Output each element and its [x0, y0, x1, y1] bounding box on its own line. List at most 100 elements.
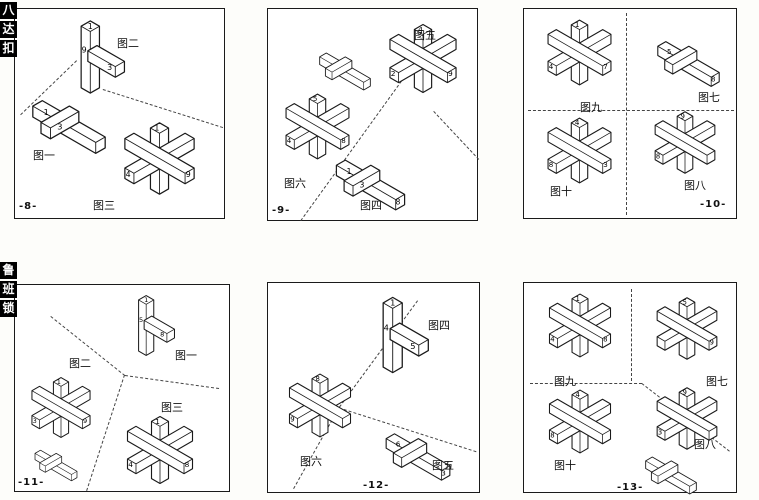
- divider-dashed-line: [124, 375, 220, 390]
- burr-puzzle-drawing: 1 4 8: [534, 287, 626, 364]
- page-number: -11-: [18, 477, 45, 488]
- piece-number: 6: [396, 440, 401, 449]
- piece-number: 3: [603, 160, 608, 169]
- piece-number: 1: [57, 378, 61, 386]
- burr-puzzle-drawing: 1 4 7: [532, 13, 627, 92]
- burr-shape: [81, 21, 124, 93]
- series-label-lubansuo: 鲁 班 锁: [0, 262, 17, 317]
- piece-number: 4: [549, 62, 554, 71]
- piece-number: 8: [160, 330, 164, 338]
- label-char: 八: [0, 2, 17, 19]
- burr-puzzle-drawing: 4 8: [534, 383, 626, 460]
- burr-shape: [548, 118, 611, 183]
- burr-shape: [320, 53, 371, 90]
- piece-number: 7: [603, 62, 608, 71]
- piece-number: 3: [107, 63, 112, 72]
- piece-number: 8: [656, 152, 660, 160]
- figure-caption: 图二: [117, 37, 139, 50]
- burr-puzzle-drawing: 1 4 8: [111, 409, 209, 491]
- figure-caption: 图十: [554, 459, 576, 472]
- burr-puzzle-drawing: 9 8: [640, 105, 730, 180]
- burr-puzzle-drawing: 9 3: [642, 381, 732, 456]
- piece-number: 1: [88, 22, 93, 31]
- burr-shape: [549, 294, 610, 357]
- burr-shape: [646, 457, 697, 494]
- piece-number: 1: [347, 167, 352, 176]
- burr-puzzle-drawing: 5 8: [646, 37, 731, 91]
- burr-shape: [32, 378, 90, 438]
- piece-number: 9: [448, 69, 453, 78]
- page-number: -12-: [363, 480, 390, 491]
- burr-shape: [549, 390, 610, 453]
- figure-caption: 图一: [175, 349, 197, 362]
- burr-shape: [289, 374, 350, 437]
- piece-number: 1: [576, 295, 580, 303]
- piece-number: 4: [126, 170, 131, 179]
- burr-shape: [286, 94, 349, 159]
- burr-shape: [383, 297, 428, 372]
- burr-puzzle-drawing: 4 2 9: [373, 17, 473, 100]
- piece-number: 1: [44, 107, 49, 117]
- label-char: 鲁: [0, 262, 17, 279]
- burr-shape: [125, 123, 194, 194]
- burr-puzzle-drawing: [636, 453, 706, 498]
- piece-number: 1: [155, 417, 160, 426]
- figure-caption: 图三: [161, 401, 183, 414]
- piece-number: 3: [441, 468, 446, 477]
- figure-caption: 图十: [550, 185, 572, 198]
- burr-puzzle-drawing: 1 4 5: [356, 289, 434, 381]
- piece-number: 4: [287, 136, 292, 145]
- piece-number: 3: [359, 181, 364, 190]
- piece-number: 8: [549, 160, 554, 169]
- piece-number: 9: [710, 338, 714, 346]
- figure-caption: 图四: [428, 319, 450, 332]
- burr-shape: [657, 298, 717, 360]
- burr-puzzle-drawing: 1 3: [19, 95, 119, 159]
- divider-dashed-line: [528, 110, 734, 111]
- divider-dashed-line: [433, 111, 480, 160]
- piece-number: 9: [186, 170, 191, 179]
- burr-puzzle-drawing: 5 9: [642, 291, 732, 366]
- page-number: -13-: [617, 482, 644, 493]
- piece-number: 4: [575, 118, 580, 127]
- divider-dashed-line: [631, 289, 632, 381]
- piece-number: 8: [711, 76, 715, 84]
- burr-shape: [139, 296, 175, 356]
- burr-shape: [655, 112, 715, 174]
- piece-number: 1: [154, 124, 159, 133]
- burr-puzzle-drawing: 1 3 9: [17, 371, 105, 444]
- piece-number: 4: [384, 322, 389, 332]
- burr-puzzle-drawing: 1 3 8: [323, 155, 418, 215]
- figure-caption: 图八: [694, 438, 716, 451]
- burr-puzzle-drawing: 6 3: [374, 429, 462, 485]
- piece-number: 9: [83, 417, 87, 425]
- figure-caption: 图九: [580, 101, 602, 114]
- puzzle-panel-4: 1 3 9 图二 1 5 8 图一 1 4 8 图三 -11-: [14, 284, 230, 492]
- page-number: -8-: [19, 201, 38, 212]
- figure-caption: 图四: [360, 199, 382, 212]
- figure-caption: 图七: [698, 91, 720, 104]
- piece-number: 8: [550, 432, 554, 440]
- burr-shape: [548, 20, 611, 85]
- burr-puzzle-drawing: 5 4 8: [270, 87, 365, 166]
- burr-shape: [127, 417, 192, 484]
- piece-number: 1: [144, 296, 148, 304]
- label-char: 锁: [0, 300, 17, 317]
- figure-caption: 图五: [432, 459, 454, 472]
- piece-number: 9: [683, 389, 687, 397]
- figure-caption: 图一: [33, 149, 55, 162]
- puzzle-panel-1: 1 9 3 图二 1 3 图一 1 4 9 图三 -8-: [14, 8, 225, 219]
- page-number: -10-: [700, 199, 727, 210]
- piece-number: 1: [390, 298, 395, 308]
- piece-number: 9: [82, 46, 87, 55]
- burr-puzzle-drawing: 1 9 3: [55, 13, 130, 101]
- piece-number: 4: [550, 336, 554, 344]
- label-char: 达: [0, 21, 17, 38]
- figure-caption: 图三: [93, 199, 115, 212]
- piece-number: 4: [576, 391, 580, 399]
- figure-caption: 图七: [706, 375, 728, 388]
- series-label-badaokou: 八 达 扣: [0, 2, 17, 57]
- piece-number: 9: [681, 113, 685, 121]
- piece-number: 2: [391, 69, 396, 78]
